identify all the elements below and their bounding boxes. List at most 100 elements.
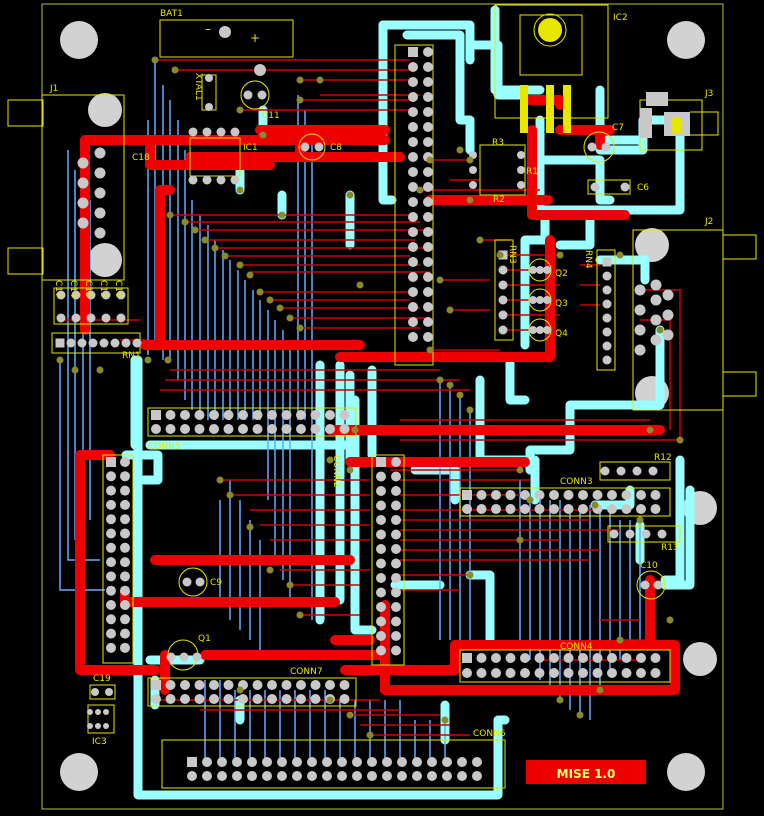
pad xyxy=(376,616,386,627)
pad xyxy=(322,757,332,767)
pad xyxy=(166,652,176,662)
pad xyxy=(106,628,116,639)
pad xyxy=(391,471,401,482)
label-c19: C19 xyxy=(93,674,111,684)
pad xyxy=(94,147,106,159)
pad xyxy=(367,757,377,767)
pad xyxy=(216,127,226,137)
pad xyxy=(232,771,242,781)
via xyxy=(286,581,294,589)
conn6-outline xyxy=(161,739,506,789)
pad xyxy=(205,103,213,111)
pad xyxy=(187,771,197,781)
pad xyxy=(505,668,516,678)
pad xyxy=(194,410,205,420)
pad xyxy=(391,573,401,583)
pad xyxy=(457,757,467,767)
pad xyxy=(662,289,674,301)
pad xyxy=(634,284,646,296)
pad xyxy=(281,694,292,704)
pad xyxy=(106,528,116,539)
pad xyxy=(476,653,487,663)
pad xyxy=(202,771,212,781)
via xyxy=(576,711,584,719)
mount-hole xyxy=(88,93,122,127)
pad xyxy=(296,410,306,420)
r13-outline xyxy=(607,525,681,543)
pad xyxy=(602,257,612,267)
pad xyxy=(423,137,433,147)
mount-hole xyxy=(683,642,717,676)
label-c18: C18 xyxy=(132,153,150,163)
pad xyxy=(252,410,263,420)
pad xyxy=(223,410,234,420)
pad xyxy=(120,628,130,639)
pad xyxy=(634,324,646,336)
pad xyxy=(621,653,632,663)
pad xyxy=(662,309,674,321)
pad xyxy=(427,771,437,781)
pad xyxy=(640,580,650,590)
pad xyxy=(376,529,386,540)
pad xyxy=(56,313,66,323)
pad xyxy=(296,680,306,690)
pad xyxy=(217,757,227,767)
pad xyxy=(427,757,437,767)
pad xyxy=(657,529,667,539)
label-c17: C17 xyxy=(53,280,63,298)
pad xyxy=(165,424,176,434)
pad xyxy=(376,602,386,612)
pad xyxy=(408,302,418,312)
pad xyxy=(650,279,662,291)
label-ic2: IC2 xyxy=(613,13,628,23)
label-r13: R13 xyxy=(661,543,679,553)
j2-ext-top xyxy=(722,234,757,260)
pad xyxy=(71,290,81,300)
pad xyxy=(238,694,248,704)
pad xyxy=(325,424,335,434)
pad xyxy=(423,272,433,282)
j1-ext-top xyxy=(7,99,44,127)
pad xyxy=(94,167,106,179)
pad xyxy=(423,107,433,117)
pad xyxy=(578,668,588,678)
pad xyxy=(563,490,574,500)
pad xyxy=(209,424,219,434)
via xyxy=(466,406,474,414)
pad xyxy=(151,424,161,434)
pad xyxy=(534,653,545,663)
pad xyxy=(408,197,418,207)
pad xyxy=(505,490,516,500)
pad xyxy=(106,571,116,582)
pad xyxy=(382,757,392,767)
pad xyxy=(587,142,597,152)
pad xyxy=(423,332,433,342)
c19-outline xyxy=(89,684,116,700)
pad xyxy=(563,653,574,663)
pad xyxy=(391,587,401,598)
pad xyxy=(376,645,386,656)
label-c7: C7 xyxy=(612,123,624,133)
via xyxy=(181,218,189,226)
pad xyxy=(391,486,401,496)
pad xyxy=(592,668,603,678)
conn7-outline xyxy=(147,677,357,707)
pad xyxy=(310,410,321,420)
pad xyxy=(71,313,81,323)
label-c15: C15 xyxy=(83,280,93,298)
pad xyxy=(391,515,401,525)
label-c6: C6 xyxy=(637,183,649,193)
j3-pin-b xyxy=(640,108,652,138)
pad xyxy=(247,771,257,781)
pad xyxy=(192,652,202,662)
pad xyxy=(632,466,642,476)
pad xyxy=(322,771,332,781)
pad xyxy=(106,542,116,553)
conn4-outline xyxy=(459,649,671,683)
pad xyxy=(408,272,418,282)
via xyxy=(456,146,464,154)
label-c16: C16 xyxy=(113,280,123,298)
pad xyxy=(607,668,617,678)
label-r2: R2 xyxy=(493,195,505,205)
via xyxy=(616,636,624,644)
